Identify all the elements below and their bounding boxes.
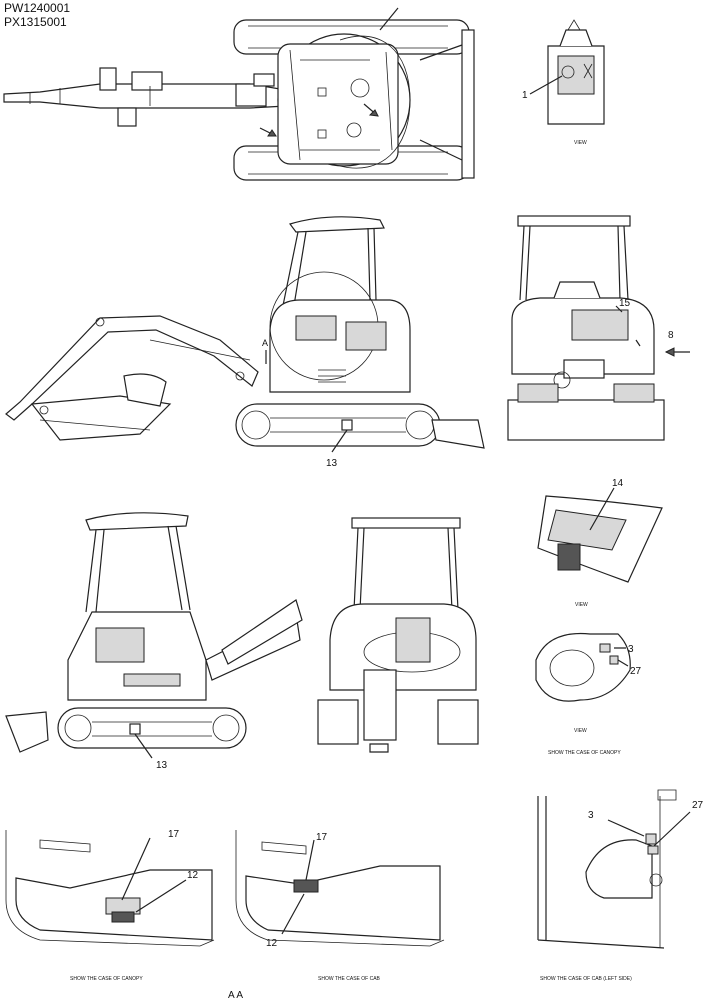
- excavator-rear-view-icon: [507, 215, 690, 441]
- decal-14-icon: [537, 487, 663, 583]
- callout-3b: 3: [588, 810, 594, 821]
- cab-panel-icon: [235, 830, 445, 947]
- code-1: PW1240001: [4, 1, 70, 15]
- front-view-icon: [317, 517, 479, 753]
- callout-13b: 13: [156, 760, 168, 771]
- section-marker: A: [262, 338, 268, 348]
- callout-17b: 17: [316, 832, 328, 843]
- caption-view-mid: VIEW: [575, 602, 588, 608]
- excavator-side-view-icon: [5, 216, 485, 453]
- caption-show-canopy-bottom: SHOW THE CASE OF CANOPY: [70, 976, 143, 982]
- callout-14: 14: [612, 478, 624, 489]
- code-2: PX1315001: [4, 15, 67, 29]
- decal-key-icon: [535, 632, 631, 702]
- section-label: A A: [228, 990, 243, 1000]
- caption-show-cab-left: SHOW THE CASE OF CAB (LEFT SIDE): [540, 976, 632, 982]
- excavator-front-view-icon: [5, 512, 303, 759]
- callout-17a: 17: [168, 829, 180, 840]
- callout-1: 1: [522, 90, 528, 101]
- callout-13a: 13: [326, 458, 338, 469]
- caption-view-top: VIEW: [574, 140, 587, 146]
- callout-12a: 12: [187, 870, 199, 881]
- callout-3a: 3: [628, 644, 634, 655]
- canopy-panel-icon: [5, 830, 215, 947]
- cab-left-panel-icon: [537, 789, 691, 949]
- callout-12b: 12: [266, 938, 278, 949]
- callout-27a: 27: [630, 666, 642, 677]
- decal-detail-icon: [529, 19, 605, 125]
- callout-27b: 27: [692, 800, 704, 811]
- caption-view-lower: VIEW: [574, 728, 587, 734]
- callout-8: 8: [668, 330, 674, 341]
- excavator-top-view-icon: [3, 7, 475, 181]
- callout-15: 15: [619, 298, 631, 309]
- caption-show-canopy: SHOW THE CASE OF CANOPY: [548, 750, 621, 756]
- caption-show-cab: SHOW THE CASE OF CAB: [318, 976, 381, 982]
